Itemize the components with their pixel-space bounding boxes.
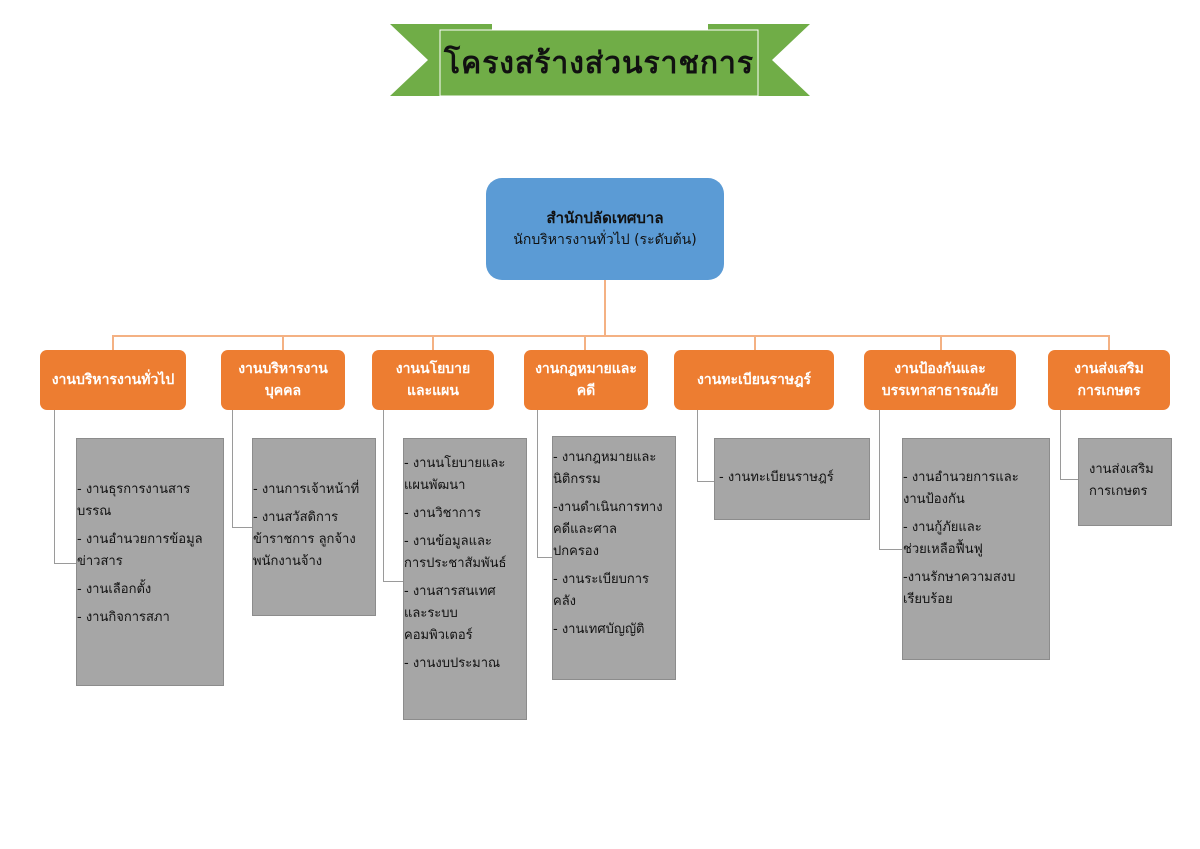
sub-connector [537,410,538,558]
sub-item: - งานวิชาการ [404,506,481,521]
sub-connector [879,549,903,550]
sub-connector [537,557,554,558]
sub-box-disaster-prevention: - งานอำนวยการและ งานป้องกัน - งานกู้ภัยแ… [902,438,1050,660]
ribbon-front [439,29,759,97]
dept-general-admin: งานบริหารงานทั่วไป [40,350,186,410]
sub-item: - งานธุรการงานสาร บรรณ [77,482,191,519]
sub-connector [232,527,254,528]
sub-connector [1060,479,1080,480]
root-node: สำนักปลัดเทศบาล นักบริหารงานทั่วไป (ระดั… [486,178,724,280]
sub-box-agriculture: งานส่งเสริม การเกษตร [1078,438,1172,526]
sub-item: - งานอำนวยการข้อมูล ข่าวสาร [77,532,203,569]
sub-box-general-admin: - งานธุรการงานสาร บรรณ - งานอำนวยการข้อม… [76,438,224,686]
sub-connector [383,410,384,582]
sub-connector [54,563,78,564]
sub-item: - งานสารสนเทศ และระบบ คอมพิวเตอร์ [404,584,496,643]
sub-item: -งานรักษาความสงบ เรียบร้อย [903,570,1016,607]
sub-item: - งานกิจการสภา [77,610,170,625]
sub-box-legal: - งานกฎหมายและ นิติกรรม -งานดำเนินการทาง… [552,436,676,680]
sub-item: -งานดำเนินการทาง คดีและศาล ปกครอง [553,500,663,559]
sub-item: - งานระเบียบการ คลัง [553,572,650,609]
dept-agriculture: งานส่งเสริม การเกษตร [1048,350,1170,410]
dept-personnel: งานบริหารงาน บุคคล [221,350,345,410]
sub-connector [697,481,716,482]
page-title: โครงสร้างส่วนราชการ [444,45,754,81]
sub-item: - งานเทศบัญญัติ [553,622,645,637]
dept-policy-planning: งานนโยบาย และแผน [372,350,494,410]
dept-civil-registration: งานทะเบียนราษฎร์ [674,350,834,410]
connector-drop [1108,335,1110,351]
sub-item: - งานการเจ้าหน้าที่ [253,482,360,497]
connector-drop [432,335,434,351]
connector-drop [940,335,942,351]
root-title: สำนักปลัดเทศบาล [546,209,664,227]
sub-item: - งานกู้ภัยและ ช่วยเหลือฟื้นฟู [903,520,983,557]
sub-box-civil-registration: - งานทะเบียนราษฎร์ [714,438,870,520]
sub-connector [383,581,405,582]
connector-drop [112,335,114,351]
dept-disaster-prevention: งานป้องกันและ บรรเทาสาธารณภัย [864,350,1016,410]
sub-item: - งานงบประมาณ [404,656,501,671]
sub-connector [54,410,55,564]
root-subtitle: นักบริหารงานทั่วไป (ระดับต้น) [513,232,697,248]
sub-connector [697,410,698,482]
sub-item: - งานสวัสดิการ ข้าราชการ ลูกจ้าง พนักงาน… [253,510,356,569]
sub-connector [879,410,880,550]
sub-item: - งานทะเบียนราษฎร์ [719,470,834,485]
title-ribbon [390,24,810,97]
sub-connector [1060,410,1061,480]
sub-item: - งานนโยบายและ แผนพัฒนา [404,456,506,493]
connector-drop [282,335,284,351]
connector-horizontal [112,335,1110,337]
sub-item: - งานเลือกตั้ง [77,582,152,597]
connector-root-down [604,280,606,336]
sub-connector [232,410,233,528]
dept-legal: งานกฎหมายและ คดี [524,350,648,410]
sub-item: งานส่งเสริม การเกษตร [1089,462,1154,499]
connector-drop [584,335,586,351]
sub-box-personnel: - งานการเจ้าหน้าที่ - งานสวัสดิการ ข้ารา… [252,438,376,616]
sub-item: - งานข้อมูลและ การประชาสัมพันธ์ [404,534,507,571]
sub-item: - งานกฎหมายและ นิติกรรม [553,450,657,487]
sub-box-policy-planning: - งานนโยบายและ แผนพัฒนา - งานวิชาการ - ง… [403,438,527,720]
connector-drop [754,335,756,351]
sub-item: - งานอำนวยการและ งานป้องกัน [903,470,1019,507]
